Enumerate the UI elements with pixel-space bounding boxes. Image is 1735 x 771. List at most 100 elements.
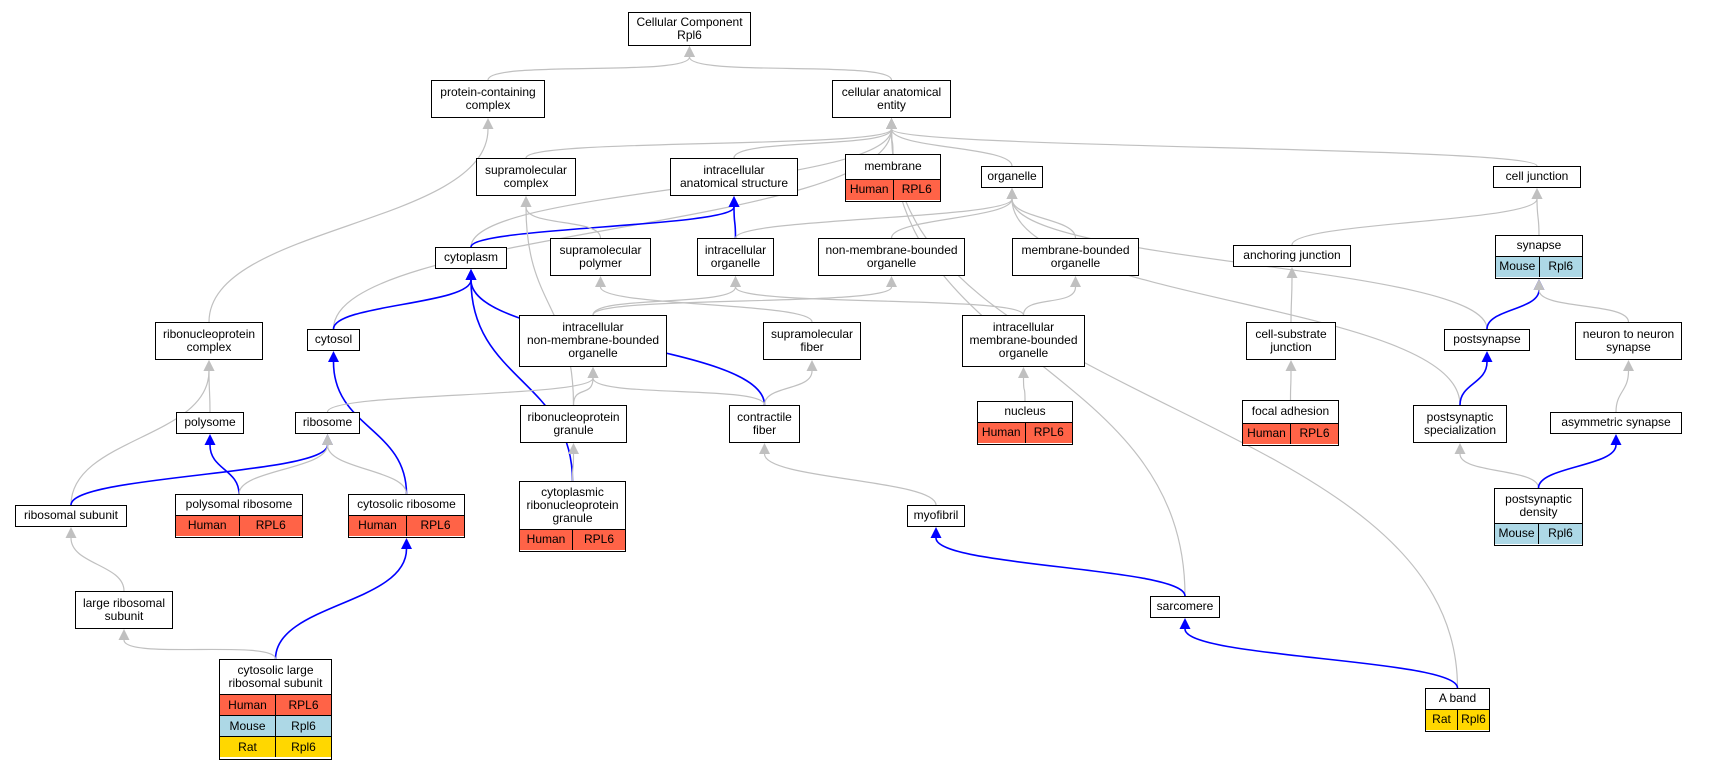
arrowhead	[1006, 188, 1018, 199]
node-ias[interactable]: intracellular anatomical structure	[670, 158, 798, 196]
gene-cell: Rpl6	[1538, 523, 1582, 544]
annotation-row: Human RPL6	[520, 528, 625, 550]
edge-postsynapse-to-synapse	[1486, 289, 1540, 330]
arrowhead	[1454, 443, 1466, 454]
node-celljunction[interactable]: cell junction	[1493, 166, 1581, 188]
node-label: focal adhesion	[1251, 404, 1330, 419]
node-csj[interactable]: cell-substrate junction	[1246, 322, 1336, 360]
edge-clrsu-to-cribo	[274, 548, 408, 660]
annotation-row: Mouse Rpl6	[220, 715, 331, 736]
node-label: ribosome	[302, 415, 353, 430]
edge-lrsu-to-rsu	[70, 537, 125, 592]
node-n2n[interactable]: neuron to neuron synapse	[1575, 322, 1682, 360]
node-label: postsynapse	[1453, 332, 1521, 347]
species-cell: Human	[526, 532, 566, 547]
arrowhead	[587, 367, 599, 378]
node-rsu[interactable]: ribosomal subunit	[15, 505, 127, 527]
node-mbo[interactable]: membrane-bounded organelle	[1012, 238, 1139, 276]
species-cell: Human	[849, 182, 889, 197]
node-asyn[interactable]: asymmetric synapse	[1550, 412, 1682, 434]
node-rnp[interactable]: ribonucleoprotein complex	[155, 322, 263, 360]
node-anchoring[interactable]: anchoring junction	[1233, 245, 1351, 267]
node-cf[interactable]: contractile fiber	[729, 405, 800, 443]
node-label: large ribosomal subunit	[82, 595, 166, 623]
node-cytosol[interactable]: cytosol	[307, 329, 360, 351]
species-cell: Rat	[238, 739, 257, 754]
species-cell: Human	[981, 425, 1021, 440]
edge-rnpg-to-smc	[525, 206, 575, 406]
node-polysome[interactable]: polysome	[176, 412, 244, 434]
node-inmbo[interactable]: intracellular non-membrane-bounded organ…	[519, 315, 667, 367]
node-label: supramolecular fiber	[770, 326, 854, 354]
gene-cell: RPL6	[275, 695, 331, 715]
node-label: intracellular non-membrane-bounded organ…	[526, 320, 660, 361]
node-label: membrane	[864, 159, 922, 174]
species-cell: Mouse	[229, 718, 266, 733]
node-cytoplasm[interactable]: cytoplasm	[435, 247, 507, 269]
species-cell: Human	[187, 518, 227, 533]
node-label: ribonucleoprotein granule	[527, 409, 620, 437]
node-smp[interactable]: supramolecular polymer	[550, 238, 651, 276]
edge-rnpg-to-inmbo	[572, 377, 594, 406]
node-label: cell junction	[1505, 169, 1569, 184]
edge-nucleus-to-imbo	[1022, 377, 1026, 402]
node-label: neuron to neuron synapse	[1582, 326, 1675, 354]
edge-imbo-to-mbo	[1022, 286, 1077, 316]
node-label: cytosolic ribosome	[357, 497, 456, 512]
edge-nmbo-to-organelle	[890, 198, 1013, 239]
node-lrsu[interactable]: large ribosomal subunit	[75, 591, 173, 629]
node-ribosome[interactable]: ribosome	[295, 412, 360, 434]
edge-anchoring-to-celljunction	[1291, 198, 1538, 246]
arrowhead	[1623, 360, 1634, 371]
edge-rsu-to-rnp	[70, 370, 210, 506]
arrowhead	[1531, 188, 1543, 199]
edge-myofibril-to-cf	[763, 453, 937, 506]
arrowhead	[204, 434, 216, 445]
node-sarcomere[interactable]: sarcomere	[1150, 596, 1220, 618]
node-pss[interactable]: postsynaptic specialization	[1413, 405, 1507, 443]
node-smc[interactable]: supramolecular complex	[476, 158, 576, 196]
species-cell: Human	[1247, 426, 1286, 441]
edge-imbo-to-io	[734, 286, 1025, 316]
arrowhead	[886, 118, 897, 129]
gene-cell: Rpl6	[275, 716, 331, 736]
node-nmbo[interactable]: non-membrane-bounded organelle	[818, 238, 965, 276]
arrowhead	[203, 360, 215, 371]
node-myofibril[interactable]: myofibril	[907, 505, 965, 527]
node-pcc[interactable]: protein-containing complex	[431, 80, 545, 118]
node-postsynapse[interactable]: postsynapse	[1444, 329, 1530, 351]
arrowhead	[759, 443, 770, 454]
node-cae[interactable]: cellular anatomical entity	[832, 80, 951, 118]
node-rnpg[interactable]: ribonucleoprotein granule	[520, 405, 627, 443]
edge-pss-to-postsynapse	[1459, 361, 1488, 406]
edge-pribo-to-ribosome	[238, 444, 329, 495]
node-cc[interactable]: Cellular Component Rpl6	[628, 12, 751, 46]
node-label: Cellular Component Rpl6	[636, 14, 743, 42]
gene-cell: RPL6	[572, 529, 625, 550]
gene-cell: RPL6	[406, 515, 464, 536]
arrowhead	[65, 527, 77, 538]
arrowhead	[1533, 279, 1545, 290]
edge-cf-to-inmbo	[592, 377, 766, 406]
node-imbo[interactable]: intracellular membrane-bounded organelle	[962, 315, 1085, 367]
node-organelle[interactable]: organelle	[981, 166, 1043, 188]
node-label: ribosomal subunit	[23, 508, 119, 523]
node-smf[interactable]: supramolecular fiber	[763, 322, 861, 360]
arrowhead	[568, 443, 579, 454]
node-io[interactable]: intracellular organelle	[697, 238, 774, 276]
arrowhead	[465, 269, 477, 280]
gene-cell: RPL6	[1290, 423, 1338, 444]
